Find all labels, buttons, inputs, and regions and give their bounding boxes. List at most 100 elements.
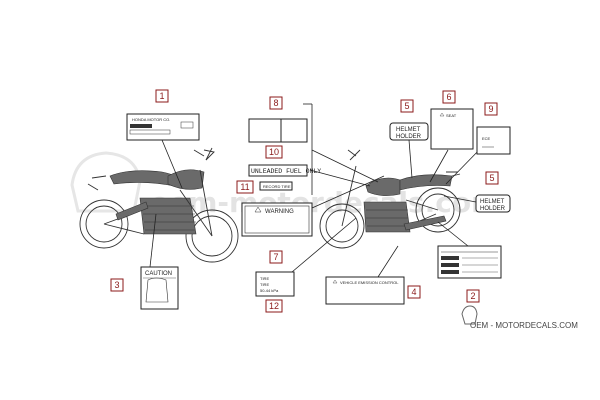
label-11-text: RECORD TIRE: [263, 184, 291, 189]
callout-2[interactable]: 2: [466, 289, 480, 303]
callout-3-number: 3: [114, 280, 119, 290]
label-1: HONDA MOTOR CO.: [126, 113, 200, 141]
exhaust: [115, 201, 149, 221]
label-3-title: CAUTION: [145, 271, 172, 277]
label-9: ECE: [476, 126, 511, 155]
label-8: [248, 118, 308, 143]
callout-2-number: 2: [470, 291, 475, 301]
label-4-warning-icon: [332, 279, 338, 284]
label-7: WARNING: [241, 202, 313, 237]
seat-right: [399, 174, 453, 191]
label-6: SEAT: [430, 108, 474, 150]
callout-7-number: 7: [273, 252, 278, 262]
label-2-bar-1: [441, 256, 459, 260]
callout-6[interactable]: 6: [442, 90, 456, 104]
engine-fins: [142, 205, 196, 231]
rear-wheel: [79, 199, 129, 249]
label-5-right-line2: HOLDER: [480, 206, 506, 212]
front-wheel: [185, 209, 239, 263]
rear-fender-right: [446, 171, 461, 177]
label-9-plate: [476, 126, 511, 155]
label-5-top-line2: HOLDER: [396, 134, 422, 140]
label-7-inner: [244, 205, 310, 234]
leader-8-bike: [311, 149, 379, 183]
leader-6-bike: [429, 149, 449, 183]
callout-7-box: [269, 250, 283, 264]
callout-8-number: 8: [273, 98, 278, 108]
callout-11-number: 11: [240, 182, 249, 192]
callout-6-box: [442, 90, 456, 104]
label-5-top-plate: [389, 122, 429, 141]
label-4-plate: [325, 276, 405, 305]
label-1-box: [180, 121, 194, 129]
label-4-text: VEHICLE EMISSION CONTROL: [340, 280, 399, 285]
footer-helmet-icon: [461, 305, 478, 325]
rear-wheel-right-inner: [421, 193, 455, 227]
leader-10-bike: [309, 169, 371, 187]
label-12-line2: TIRE: [260, 282, 269, 287]
label-5-right-line1: HELMET: [480, 199, 505, 205]
callout-5-top-box: [400, 99, 414, 113]
front-wheel-inner: [191, 215, 233, 257]
label-6-text: SEAT: [446, 113, 457, 118]
label-1-bar: [130, 124, 152, 128]
engine-right: [363, 201, 411, 233]
label-3-figure: [145, 277, 169, 303]
label-1-text: HONDA MOTOR CO.: [132, 117, 170, 122]
label-9-text: ECE: [482, 136, 491, 141]
callout-11[interactable]: 11: [236, 180, 254, 194]
callout-10[interactable]: 10: [265, 145, 283, 159]
callout-12[interactable]: 12: [265, 299, 283, 313]
callout-5-right[interactable]: 5: [485, 171, 499, 185]
label-8-left: [248, 118, 282, 143]
callout-1-number: 1: [159, 91, 164, 101]
callout-4-box: [407, 285, 421, 299]
engine-fins-right: [366, 209, 409, 227]
footer-text: OEM - MOTORDECALS.COM: [470, 321, 578, 330]
callout-9-number: 9: [488, 104, 493, 114]
label-2-bar-3: [441, 270, 459, 274]
callout-2-box: [466, 289, 480, 303]
leader-5b-bike: [443, 195, 477, 203]
label-8-right: [280, 118, 308, 143]
front-wheel-right-inner: [325, 209, 359, 243]
label-2-bar-2: [441, 263, 459, 267]
callout-7[interactable]: 7: [269, 250, 283, 264]
label-12-line3: 50-44 kPa: [260, 288, 279, 293]
callout-5-top-number: 5: [404, 101, 409, 111]
label-5-right: HELMET HOLDER: [475, 194, 511, 213]
warning-icon: [254, 206, 262, 213]
callout-8[interactable]: 8: [269, 96, 283, 110]
label-12-line1: TIRE: [260, 276, 269, 281]
label-11: RECORD TIRE: [259, 181, 293, 191]
label-3: CAUTION: [140, 266, 179, 310]
label-12: TIRE TIRE 50-44 kPa: [255, 271, 295, 297]
label-1-field: [129, 129, 171, 135]
label-12-plate: [255, 271, 295, 297]
label-7-plate: [241, 202, 313, 237]
label-4: VEHICLE EMISSION CONTROL: [325, 276, 405, 305]
motorcycle-left: [79, 147, 239, 263]
rear-fender: [87, 175, 107, 191]
callouts: 1 3 8 10 11 7 12 4: [110, 89, 499, 313]
callout-4[interactable]: 4: [407, 285, 421, 299]
leader-3: [149, 213, 157, 268]
callout-1[interactable]: 1: [155, 89, 169, 103]
leader-lines: [149, 103, 484, 278]
callout-8-box: [269, 96, 283, 110]
callout-3-box: [110, 278, 124, 292]
callout-6-number: 6: [446, 92, 451, 102]
motorcycle-right: [319, 149, 461, 249]
callout-9-box: [484, 102, 498, 116]
label-10-text: UNLEADED FUEL ONLY: [251, 168, 321, 175]
callout-3[interactable]: 3: [110, 278, 124, 292]
callout-11-box: [236, 180, 254, 194]
callout-1-box: [155, 89, 169, 103]
label-5-top: HELMET HOLDER: [389, 122, 429, 141]
label-6-warning-icon: [439, 112, 445, 117]
callout-5-top[interactable]: 5: [400, 99, 414, 113]
callout-9[interactable]: 9: [484, 102, 498, 116]
label-5-right-plate: [475, 194, 511, 213]
footer-watermark: OEM - MOTORDECALS.COM: [461, 305, 578, 330]
